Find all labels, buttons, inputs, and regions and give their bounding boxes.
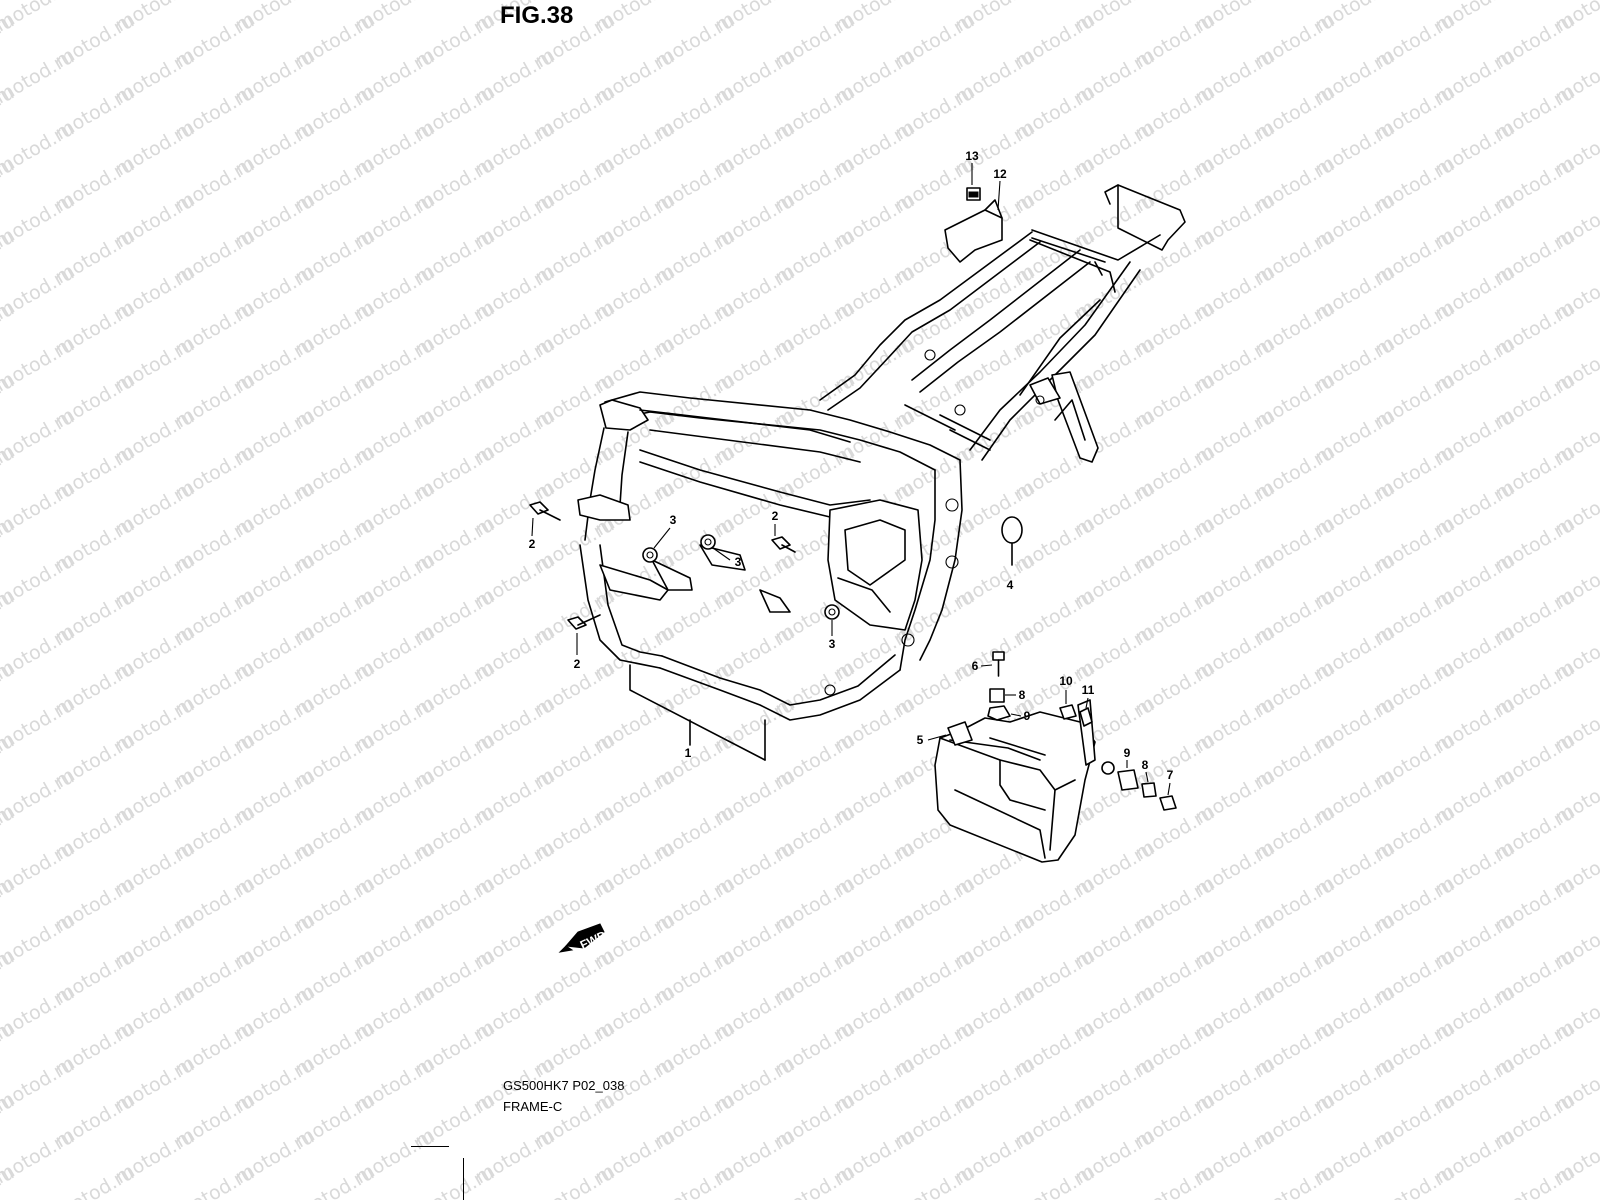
callout-2-left-upper: 2 [529, 537, 536, 551]
model-code-caption: GS500HK7 P02_038 [503, 1078, 625, 1093]
callout-12: 12 [993, 167, 1007, 181]
footer-rule-horizontal [411, 1146, 449, 1147]
callout-2-right: 2 [772, 509, 779, 523]
callout-13: 13 [965, 149, 979, 163]
frame-cap [1001, 516, 1023, 566]
callout-8-right: 8 [1142, 758, 1149, 772]
callout-11: 11 [1082, 683, 1095, 697]
left-fasteners [529, 501, 840, 630]
callout-5: 5 [917, 733, 924, 747]
callout-labels: 13 12 2 2 2 3 3 3 4 1 6 8 9 10 [529, 149, 1174, 796]
callout-1: 1 [685, 746, 692, 760]
callout-3-left: 3 [670, 513, 677, 527]
section-caption: FRAME-C [503, 1099, 563, 1114]
callout-10: 10 [1059, 674, 1073, 688]
callout-9-right: 9 [1124, 746, 1131, 760]
callout-3-middle: 3 [735, 555, 742, 569]
callout-4: 4 [1007, 578, 1014, 592]
footer-rule-vertical [463, 1158, 464, 1200]
forward-direction-badge: FWD [558, 923, 609, 953]
battery-holder-assembly [934, 651, 1177, 863]
callout-6: 6 [972, 659, 979, 673]
callout-9-top: 9 [1024, 709, 1031, 723]
main-frame-drawing [577, 184, 1186, 761]
callout-2-left-lower: 2 [574, 657, 581, 671]
callout-3-lower: 3 [829, 637, 836, 651]
callout-7: 7 [1167, 768, 1174, 782]
seat-bracket-assembly [944, 187, 1003, 263]
callout-8-top: 8 [1019, 688, 1026, 702]
figure-title: FIG.38 [500, 2, 574, 29]
